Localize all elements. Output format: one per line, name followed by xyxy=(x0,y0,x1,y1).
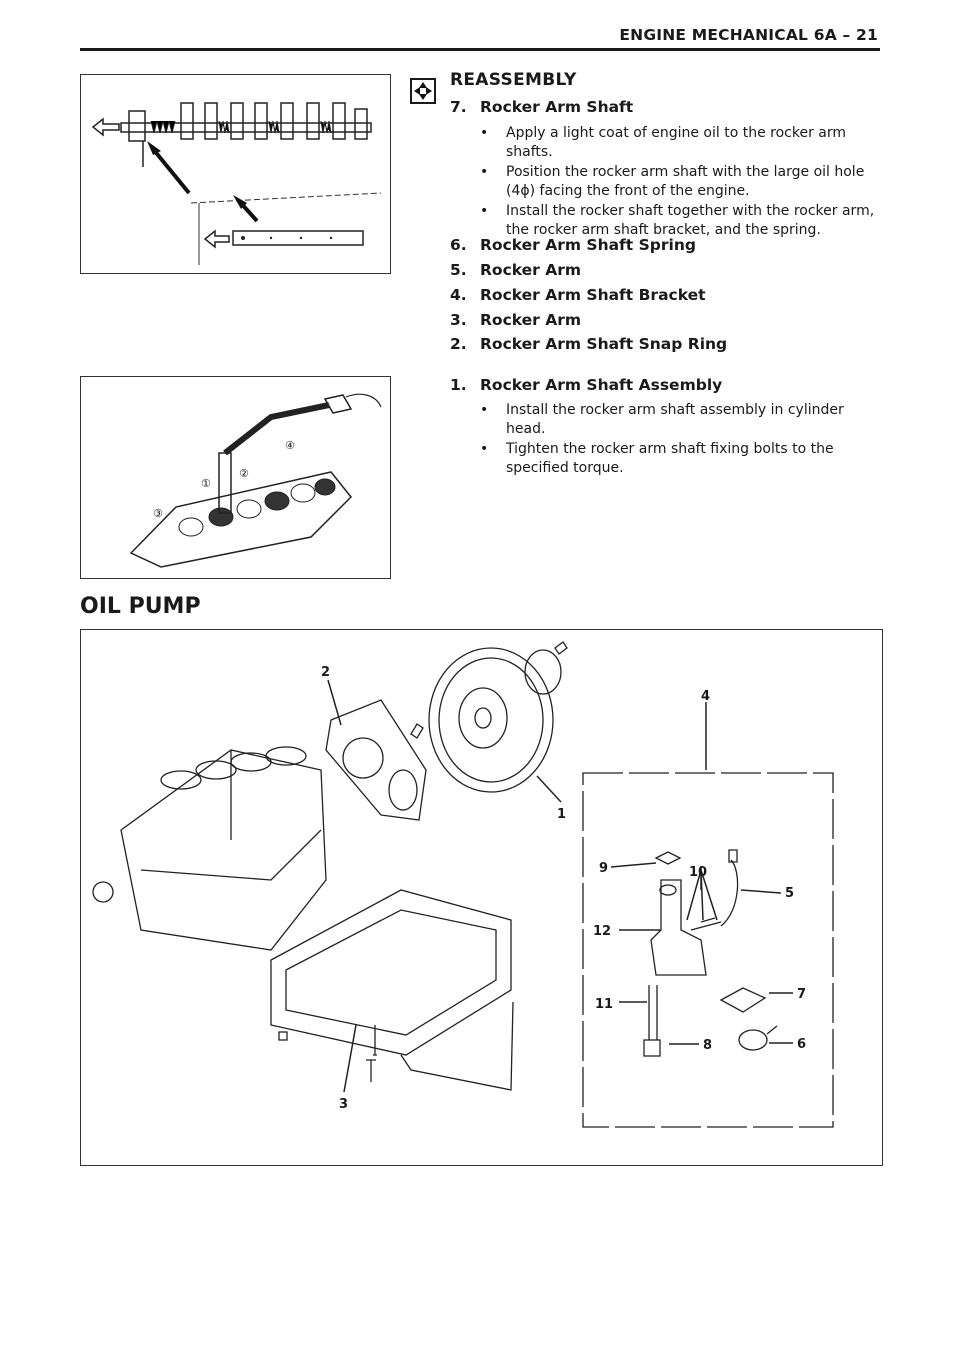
callout-3: 3 xyxy=(339,1097,348,1112)
header-title: ENGINE MECHANICAL 6A – 21 xyxy=(619,26,878,44)
callout-6: 6 xyxy=(797,1037,806,1052)
list-item: Position the rocker arm shaft with the l… xyxy=(480,163,880,201)
page-header: ENGINE MECHANICAL 6A – 21 xyxy=(80,24,880,51)
callout-2: 2 xyxy=(321,665,330,680)
callout-4: 4 xyxy=(701,689,710,704)
reassembly-icon xyxy=(410,78,436,104)
step-2: 2.Rocker Arm Shaft Snap Ring xyxy=(450,335,728,353)
callout-12: 12 xyxy=(593,924,611,939)
label-circled-1: ① xyxy=(201,477,211,490)
step-1: 1.Rocker Arm Shaft Assembly xyxy=(450,376,723,394)
step-4: 4.Rocker Arm Shaft Bracket xyxy=(450,286,706,304)
label-circled-3: ③ xyxy=(153,507,163,520)
list-item: Install the rocker shaft together with t… xyxy=(480,202,880,240)
label-circled-4: ④ xyxy=(285,439,295,452)
callout-1: 1 xyxy=(557,807,566,822)
callout-8: 8 xyxy=(703,1038,712,1053)
reassembly-heading: REASSEMBLY xyxy=(450,70,577,90)
step-3: 3.Rocker Arm xyxy=(450,311,582,329)
oil-pump-title: OIL PUMP xyxy=(80,594,201,619)
list-item: Install the rocker arm shaft assembly in… xyxy=(480,401,880,439)
callout-10: 10 xyxy=(689,865,707,880)
callout-11: 11 xyxy=(595,997,613,1012)
list-item: Tighten the rocker arm shaft fixing bolt… xyxy=(480,440,880,478)
step-6: 6.Rocker Arm Shaft Spring xyxy=(450,236,696,254)
step-7-instructions: Apply a light coat of engine oil to the … xyxy=(480,124,880,241)
step-5: 5.Rocker Arm xyxy=(450,261,582,279)
figure-rocker-arm-shaft xyxy=(80,74,391,274)
label-circled-2: ② xyxy=(239,467,249,480)
callout-7: 7 xyxy=(797,987,806,1002)
figure-oil-pump-exploded: 2 4 1 3 9 10 5 12 7 11 8 6 xyxy=(80,629,883,1166)
step-7: 7.Rocker Arm Shaft xyxy=(450,98,634,116)
step-1-instructions: Install the rocker arm shaft assembly in… xyxy=(480,401,880,479)
figure-rocker-shaft-install: ④ ② ① ③ xyxy=(80,376,391,579)
list-item: Apply a light coat of engine oil to the … xyxy=(480,124,880,162)
callout-5: 5 xyxy=(785,886,794,901)
callout-9: 9 xyxy=(599,861,608,876)
